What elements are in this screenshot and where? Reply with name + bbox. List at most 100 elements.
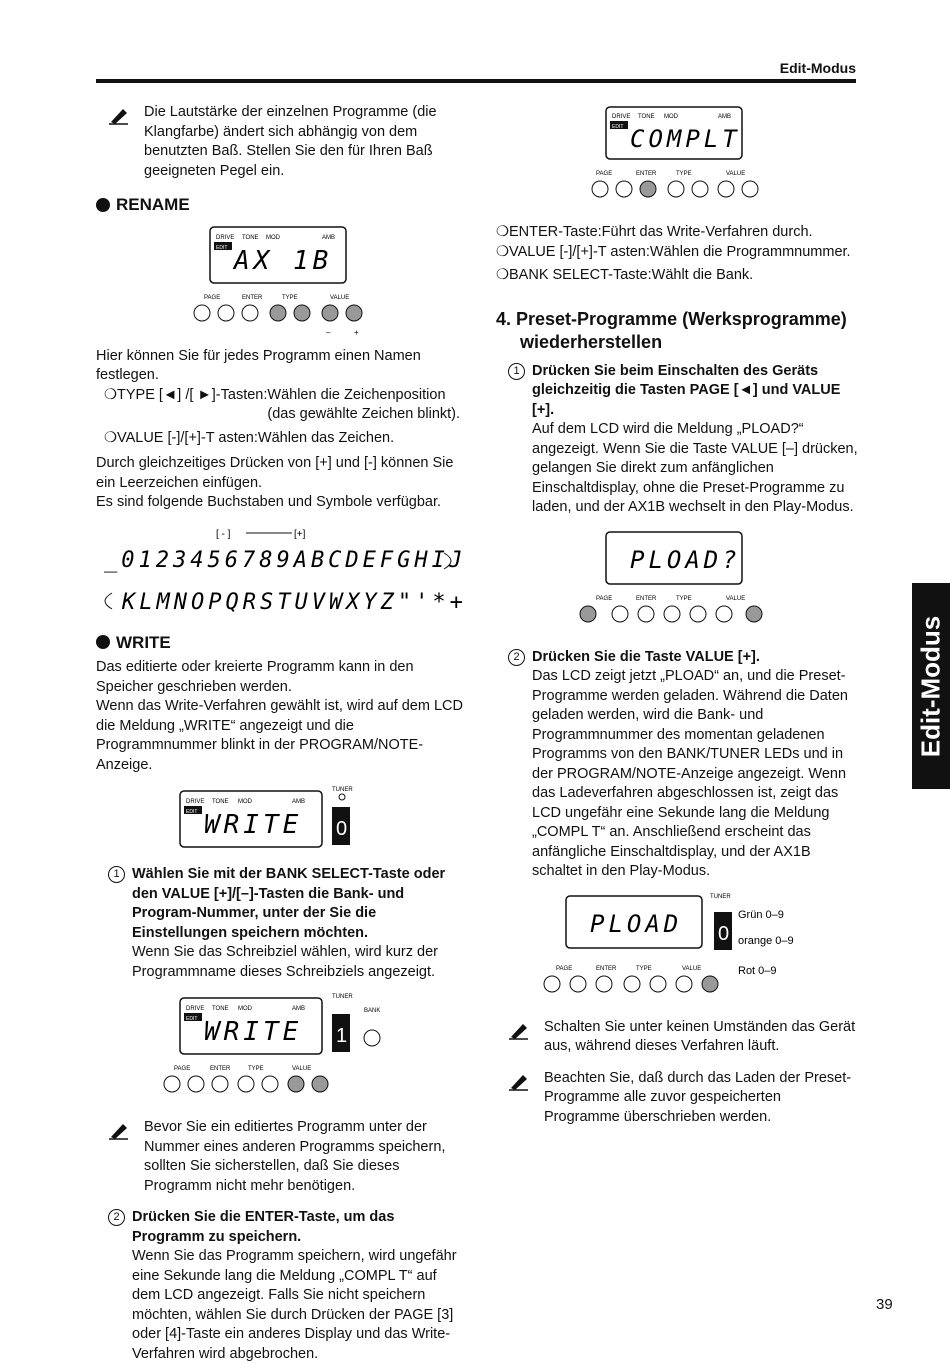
side-tab-label: Edit-Modus	[915, 615, 946, 757]
svg-text:PAGE: PAGE	[174, 1066, 190, 1072]
rename-type-option: ❍TYPE [◄] /[ ►]-Tasten:Wählen die Zeiche…	[104, 386, 461, 423]
svg-text:ENTER: ENTER	[636, 596, 657, 602]
write-intro2: Wenn das Write-Verfahren gewählt ist, wi…	[96, 698, 463, 773]
svg-text:DRIVE: DRIVE	[612, 114, 630, 120]
page-number: 39	[876, 1296, 893, 1313]
pload-question-figure: PLOAD? PAGE ENTER TYPE VALUE	[579, 530, 763, 622]
svg-text:VALUE: VALUE	[726, 596, 745, 602]
orange-label: orange 0–9	[738, 935, 794, 947]
svg-text:EDIT: EDIT	[216, 245, 227, 251]
note-overwritten: Beachten Sie, daß durch das Laden der Pr…	[496, 1069, 860, 1128]
preset-step-2: 2 Drücken Sie die Taste VALUE [+]. Das L…	[496, 648, 860, 882]
svg-text:BANK: BANK	[364, 1008, 380, 1014]
svg-text:ENTER: ENTER	[210, 1066, 231, 1072]
svg-text:[+]: [+]	[294, 529, 306, 540]
rename-intro: Hier können Sie für jedes Programm einen…	[96, 347, 421, 384]
green-label: Grün 0–9	[738, 909, 784, 921]
svg-text:[ - ]: [ - ]	[216, 529, 231, 540]
enter-option: ❍ENTER-Taste:Führt das Write-Verfahren d…	[496, 224, 813, 240]
chars-row2: KLMNOPQRSTUVWXYZ"'*+-/	[121, 590, 468, 615]
svg-text:VALUE: VALUE	[292, 1066, 311, 1072]
lcd-drive-label: DRIVE	[216, 235, 234, 241]
svg-text:TONE: TONE	[212, 799, 229, 805]
bullet-icon	[96, 635, 110, 650]
right-column: DRIVE TONE MOD AMB EDIT COMPLT PAGE ENTE…	[496, 103, 860, 1139]
svg-text:PAGE: PAGE	[204, 295, 220, 301]
svg-text:0: 0	[336, 818, 347, 840]
svg-text:MOD: MOD	[266, 235, 281, 241]
pload-figure: PLOAD TUNER 0 Grün 0–9 orange 0–9 Rot 0–…	[543, 894, 794, 992]
svg-text:VALUE: VALUE	[682, 966, 701, 972]
svg-text:ENTER: ENTER	[242, 295, 263, 301]
side-tab	[912, 583, 950, 789]
write-step-2: 2 Drücken Sie die ENTER-Taste, um das Pr…	[96, 1208, 468, 1364]
step-number-1: 1	[508, 362, 525, 380]
svg-text:AMB: AMB	[322, 235, 335, 241]
bullet-icon	[96, 197, 110, 212]
rename-lcd-figure: DRIVE TONE MOD AMB EDIT AX 1B PAGE ENTER…	[193, 225, 363, 337]
write-step-1: 1 Wählen Sie mit der BANK SELECT-Taste o…	[96, 865, 468, 982]
svg-text:MOD: MOD	[238, 1006, 253, 1012]
write-bank-figure: DRIVE TONE MOD AMB EDIT WRITE TUNER 1 BA…	[163, 994, 381, 1093]
svg-text:EDIT: EDIT	[186, 809, 197, 815]
svg-text:+: +	[354, 328, 359, 337]
note-power: Schalten Sie unter keinen Umständen das …	[496, 1018, 860, 1057]
svg-text:TYPE: TYPE	[676, 171, 692, 177]
pencil-note-icon	[509, 1023, 528, 1040]
svg-text:AMB: AMB	[292, 799, 305, 805]
red-label: Rot 0–9	[738, 965, 777, 977]
space-text: Durch gleichzeitiges Drücken von [+] und…	[96, 455, 454, 491]
svg-text:PAGE: PAGE	[556, 966, 572, 972]
step-number-2: 2	[108, 1209, 125, 1226]
svg-text:TONE: TONE	[638, 114, 655, 120]
rename-value-option: ❍VALUE [-]/[+]-T asten:Wählen das Zeiche…	[104, 429, 395, 446]
left-column: Die Lautstärke der einzelnen Programme (…	[96, 103, 468, 1364]
svg-text:PAGE: PAGE	[596, 171, 612, 177]
svg-text:DRIVE: DRIVE	[186, 799, 204, 805]
svg-text:WRITE: WRITE	[204, 1017, 302, 1047]
svg-text:MOD: MOD	[664, 114, 679, 120]
write-intro: Das editierte oder kreierte Programm kan…	[96, 659, 414, 695]
svg-text:COMPLT: COMPLT	[630, 125, 741, 153]
bank-option: ❍BANK SELECT-Taste:Wählt die Bank.	[496, 267, 754, 283]
compl-lcd-figure: DRIVE TONE MOD AMB EDIT COMPLT PAGE ENTE…	[591, 106, 759, 198]
side-tab-label-wrap: Edit-Modus	[912, 583, 950, 789]
svg-text:TYPE: TYPE	[636, 966, 652, 972]
write-lcd-figure: DRIVE TONE MOD AMB EDIT WRITE TUNER 0	[179, 787, 353, 848]
svg-text:EDIT: EDIT	[186, 1016, 197, 1022]
svg-text:DRIVE: DRIVE	[186, 1006, 204, 1012]
step-number-2: 2	[508, 648, 525, 666]
svg-text:0: 0	[718, 923, 729, 945]
svg-text:TYPE: TYPE	[248, 1066, 264, 1072]
svg-text:TYPE: TYPE	[282, 295, 298, 301]
svg-text:TUNER: TUNER	[332, 787, 353, 793]
rename-heading: RENAME	[96, 195, 468, 215]
svg-text:VALUE: VALUE	[330, 295, 349, 301]
pencil-note-icon	[109, 109, 128, 125]
svg-text:PLOAD: PLOAD	[590, 910, 682, 938]
chars-text: Es sind folgende Buchstaben und Symbole …	[96, 494, 442, 510]
svg-text:ENTER: ENTER	[596, 966, 617, 972]
svg-text:TYPE: TYPE	[676, 596, 692, 602]
svg-text:TUNER: TUNER	[710, 894, 731, 900]
svg-text:TONE: TONE	[242, 235, 259, 241]
svg-text:PLOAD?: PLOAD?	[630, 546, 741, 574]
svg-text:1: 1	[336, 1025, 347, 1047]
character-set-figure: [ - ] [+] _0123456789ABCDEFGHIJ KLMNOPQR…	[104, 529, 468, 615]
pencil-note-icon	[109, 1124, 128, 1140]
svg-text:WRITE: WRITE	[204, 810, 302, 840]
svg-text:ENTER: ENTER	[636, 171, 657, 177]
note-volume-text: Die Lautstärke der einzelnen Programme (…	[144, 104, 437, 179]
svg-text:VALUE: VALUE	[726, 171, 745, 177]
svg-text:AMB: AMB	[718, 114, 731, 120]
note-volume: Die Lautstärke der einzelnen Programme (…	[96, 103, 468, 181]
svg-text:TONE: TONE	[212, 1006, 229, 1012]
preset-step-1: 1 Drücken Sie beim Einschalten des Gerät…	[496, 362, 860, 518]
chars-row1: _0123456789ABCDEFGHIJ	[104, 548, 466, 573]
header-title: Edit-Modus	[779, 60, 856, 76]
svg-text:EDIT: EDIT	[612, 124, 623, 130]
header-rule	[96, 79, 856, 83]
section-4-heading: 4. Preset-Programme (Werksprogramme) wie…	[496, 308, 847, 352]
value-option: ❍VALUE [-]/[+]-T asten:Wählen die Progra…	[496, 243, 851, 260]
write-heading: WRITE	[96, 633, 468, 653]
